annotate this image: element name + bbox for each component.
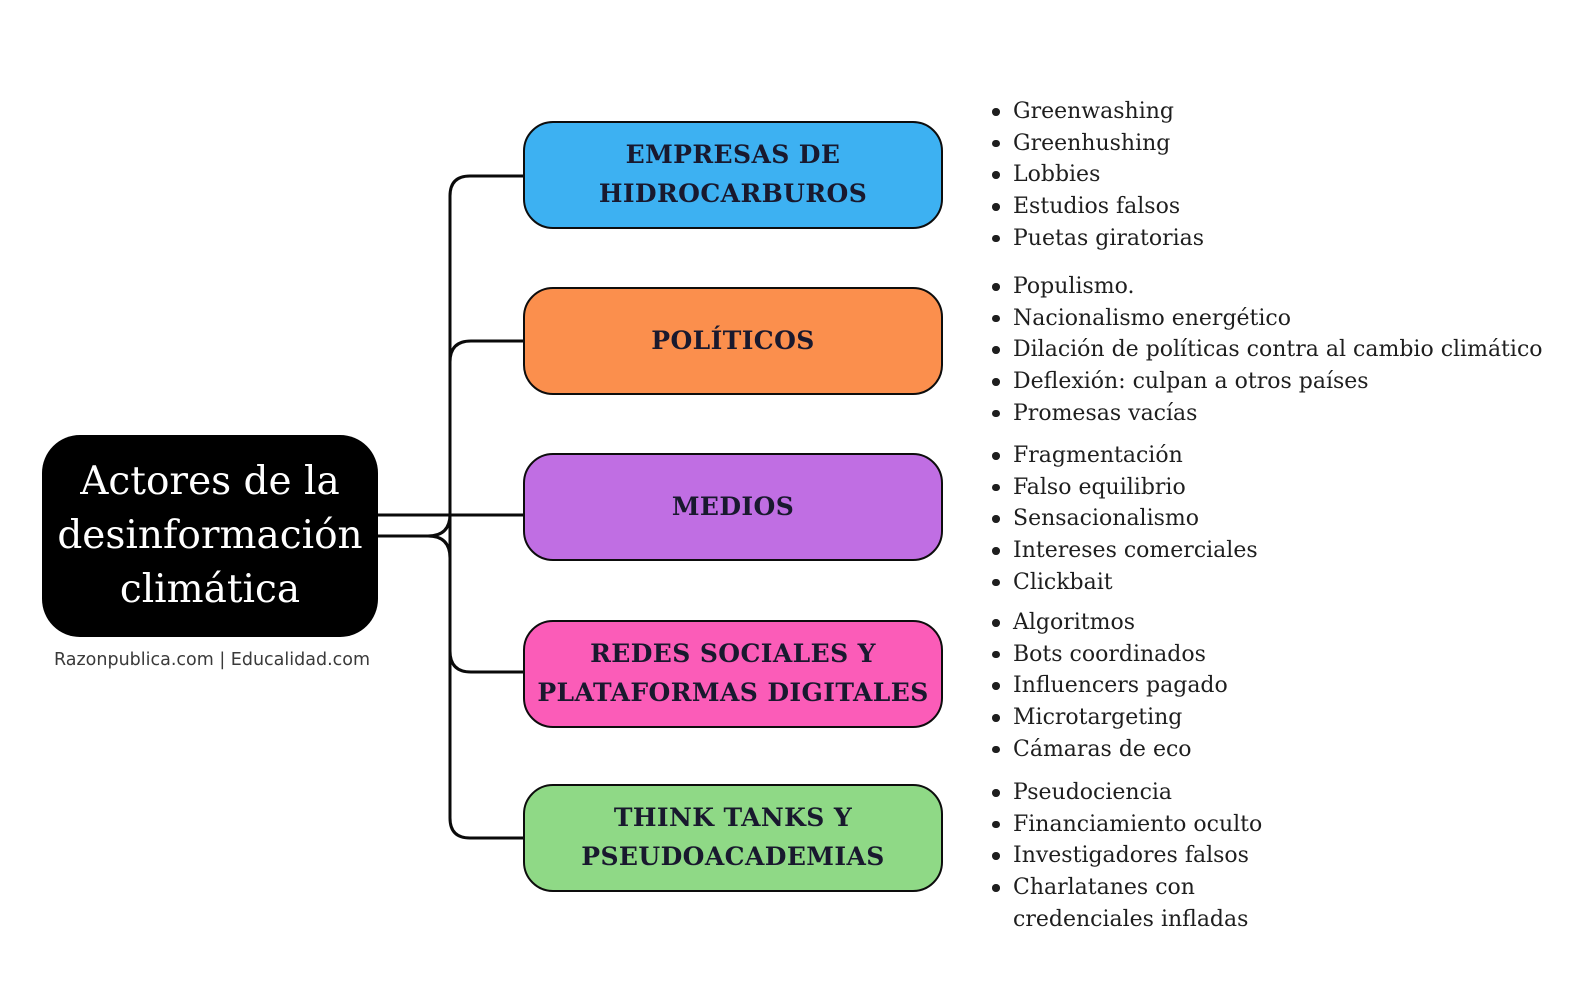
connector-trunk-lower-thinktanks <box>448 554 523 840</box>
connector-branch-redes <box>448 650 523 674</box>
list-item: Microtargeting <box>990 702 1570 734</box>
connector-branch-politicos <box>448 339 523 363</box>
list-item: Fragmentación <box>990 440 1570 472</box>
branch-node-label-politicos: POLÍTICOS <box>651 325 815 355</box>
root-caption: Razonpublica.com | Educalidad.com <box>53 650 371 670</box>
list-item: Pseudociencia <box>990 777 1340 809</box>
list-item: Dilación de políticas contra al cambio c… <box>990 334 1570 366</box>
list-item: Algoritmos <box>990 607 1570 639</box>
list-item: Investigadores falsos <box>990 840 1340 872</box>
connector-root-junction-down <box>427 534 452 559</box>
list-item: Clickbait <box>990 567 1570 599</box>
list-item: Puetas giratorias <box>990 223 1570 255</box>
root-node: Actores de la desinformación climática <box>42 435 378 637</box>
connector-trunk-upper-empresas <box>448 174 523 557</box>
list-item: Populismo. <box>990 271 1570 303</box>
branch-node-label-redes-sociales: REDES SOCIALES Y PLATAFORMAS DIGITALES <box>537 639 929 707</box>
branch-node-politicos: POLÍTICOS <box>523 287 943 395</box>
branch-node-medios: MEDIOS <box>523 453 943 561</box>
list-item: Deflexión: culpan a otros países <box>990 366 1570 398</box>
list-item: Falso equilibrio <box>990 472 1570 504</box>
list-item: Greenhushing <box>990 128 1570 160</box>
branch-node-label-medios: MEDIOS <box>671 491 795 521</box>
branch-node-think-tanks: THINK TANKS Y PSEUDOACADEMIAS <box>523 784 943 892</box>
branch-node-label-think-tanks: THINK TANKS Y PSEUDOACADEMIAS <box>581 803 885 871</box>
list-item: Sensacionalismo <box>990 503 1570 535</box>
list-item: Intereses comerciales <box>990 535 1570 567</box>
list-item: Nacionalismo energético <box>990 303 1570 335</box>
root-node-label: Actores de la desinformación climática <box>57 459 363 612</box>
list-item: Charlatanes con credenciales infladas <box>990 872 1340 935</box>
connector-root-junction-up <box>378 513 452 538</box>
list-item: Estudios falsos <box>990 191 1570 223</box>
list-item: Promesas vacías <box>990 398 1570 430</box>
list-item: Financiamiento oculto <box>990 809 1340 841</box>
list-item: Cámaras de eco <box>990 734 1570 766</box>
list-item: Influencers pagado <box>990 670 1570 702</box>
branch-node-redes-sociales: REDES SOCIALES Y PLATAFORMAS DIGITALES <box>523 620 943 728</box>
list-item: Bots coordinados <box>990 639 1570 671</box>
branch-node-empresas-hidrocarburos: EMPRESAS DE HIDROCARBUROS <box>523 121 943 229</box>
list-item: Greenwashing <box>990 96 1570 128</box>
list-item: Lobbies <box>990 159 1570 191</box>
branch-node-label-empresas-hidrocarburos: EMPRESAS DE HIDROCARBUROS <box>598 140 868 208</box>
